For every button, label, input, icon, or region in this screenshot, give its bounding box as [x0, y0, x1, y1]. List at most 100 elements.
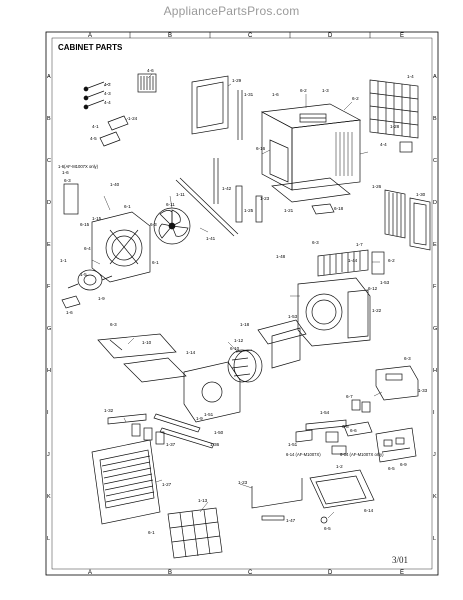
control-box-drawing — [375, 365, 419, 401]
callout-4-4b: 4-4 — [380, 142, 387, 147]
callout-1-48: 1-48 — [276, 254, 286, 259]
note-af-m1007x: 6-14 (AF-M1007X) — [286, 452, 321, 457]
row-k-right: K — [433, 494, 437, 500]
callout-6-3e: 6-3 — [404, 356, 411, 361]
callout-1-23: 1-23 — [260, 196, 270, 201]
col-b-bottom: B — [168, 570, 172, 576]
row-a-right: A — [433, 74, 437, 80]
callout-1-53a: 1-53 — [380, 280, 390, 285]
callout-1-33: 1-33 — [418, 388, 428, 393]
partition-panel-drawing — [257, 319, 307, 369]
note-af-m1007x-only-1: 1-6(AF-M1007X only) — [58, 164, 99, 169]
callout-1-26: 1-26 — [372, 184, 382, 189]
row-j-right: J — [433, 452, 436, 458]
callout-1-47: 1-47 — [286, 518, 296, 523]
callout-1-29: 1-29 — [232, 78, 242, 83]
callout-6-1b: 6-1 — [152, 260, 159, 265]
section-title: CABINET PARTS — [58, 43, 123, 52]
callout-1-6a: 1-6 — [272, 92, 279, 97]
evaporator-coil-drawing — [317, 249, 385, 277]
screw-6-5-drawing — [320, 516, 328, 524]
col-a-top: A — [88, 33, 92, 39]
row-d-right: D — [433, 200, 437, 206]
tray-panel-drawing — [309, 469, 375, 509]
callout-6-2b: 6-2 — [352, 96, 359, 101]
col-b-top: B — [168, 33, 172, 39]
small-bracket-drawing — [99, 115, 129, 147]
callout-4-4a: 4-4 — [104, 100, 111, 105]
note-af-m1007x-line: 6-14 (AF-M1007X) — [286, 452, 321, 457]
blower-wheel-drawing — [227, 349, 263, 383]
callout-4-1: 4-1 — [92, 124, 99, 129]
row-h-right: H — [433, 368, 437, 374]
callout-6-1a: 6-1 — [124, 204, 131, 209]
callout-6-5b: 6-5 — [324, 526, 331, 531]
callout-1-27: 1-27 — [162, 482, 172, 487]
side-curtain-panels-drawing — [384, 189, 431, 251]
callout-6-3d: 6-3 — [110, 322, 117, 327]
row-g-left: G — [47, 326, 51, 332]
rear-block-drawing — [399, 141, 413, 153]
row-c-right: C — [433, 158, 437, 164]
callout-1-4: 1-4 — [407, 74, 414, 79]
callout-6-7: 6-7 — [346, 394, 353, 399]
col-e-top: E — [400, 33, 404, 39]
note-af-m1007x-only-2: 6-14 (AF-M1007X only) — [340, 452, 384, 457]
brace-rods-drawing — [175, 158, 263, 237]
callout-6-12: 6-12 — [368, 286, 378, 291]
air-filter-drawing — [167, 507, 223, 559]
side-curtain-frame-drawing — [191, 75, 243, 140]
control-knobs-drawing — [131, 423, 165, 445]
row-e-right: E — [433, 242, 437, 248]
col-c-bottom: C — [248, 570, 253, 576]
callout-6-1c: 6-1 — [148, 530, 155, 535]
scroll-bracket-drawing — [183, 361, 241, 423]
callout-1-50: 1-50 — [214, 430, 224, 435]
col-e-bottom: E — [400, 570, 404, 576]
callout-1-9a: 1-9 — [98, 296, 105, 301]
model-notes: 1-6(AF-M1007X only) 6-14 (AF-M1007X) 6-1… — [58, 164, 384, 457]
callout-6-9: 6-9 — [400, 462, 407, 467]
row-d-left: D — [47, 200, 51, 206]
base-pan-drawing — [271, 177, 351, 215]
callout-1-13: 1-13 — [198, 498, 208, 503]
callout-1-21: 1-21 — [284, 208, 294, 213]
callout-labels: 4-6 4-2 4-3 4-4 1-24 4-1 4-5 1-29 1-31 1… — [60, 68, 428, 535]
diagram-inner-frame — [51, 37, 433, 570]
grid-column-markers-bottom: A B C D E — [88, 570, 404, 576]
callout-1-22: 1-22 — [372, 308, 382, 313]
callout-1-40: 1-40 — [110, 182, 120, 187]
blower-housing-drawing — [297, 277, 371, 347]
row-l-right: L — [433, 536, 436, 542]
callout-1-9b: 1-9 — [196, 416, 203, 421]
fan-shroud-drawing — [91, 211, 151, 283]
callout-1-18: 1-18 — [240, 322, 250, 327]
callout-1-28: 1-28 — [390, 124, 400, 129]
row-k-left: K — [47, 494, 51, 500]
col-c-top: C — [248, 33, 253, 39]
col-d-bottom: D — [328, 570, 333, 576]
row-h-left: H — [47, 368, 51, 374]
callout-4-3: 4-3 — [104, 91, 111, 96]
grid-row-markers-left: A B C D E F G H I J K L — [47, 74, 51, 542]
row-i-right: I — [433, 410, 435, 416]
page-reference: 3/01 — [392, 555, 409, 565]
col-a-bottom: A — [88, 570, 92, 576]
cabinet-drawing — [260, 103, 362, 191]
upper-left-bracket-drawing — [63, 183, 79, 215]
callout-1-6b: 1-6 — [62, 170, 69, 175]
callout-6-14: 6-14 — [364, 508, 374, 513]
callout-6-5a: 6-5 — [388, 466, 395, 471]
row-l-left: L — [47, 536, 50, 542]
callout-1-5: 1-5 — [80, 272, 87, 277]
leader-lines — [91, 73, 383, 519]
callout-6-3a: 6-3 — [64, 178, 71, 183]
callout-1-41: 1-41 — [206, 236, 216, 241]
callout-1-11: 1-11 — [176, 192, 185, 197]
callout-4-5: 4-5 — [90, 136, 97, 141]
callout-1-15: 1-15 — [92, 216, 102, 221]
control-parts-drawing — [295, 419, 373, 455]
callout-6-3b: 6-3 — [150, 222, 157, 227]
